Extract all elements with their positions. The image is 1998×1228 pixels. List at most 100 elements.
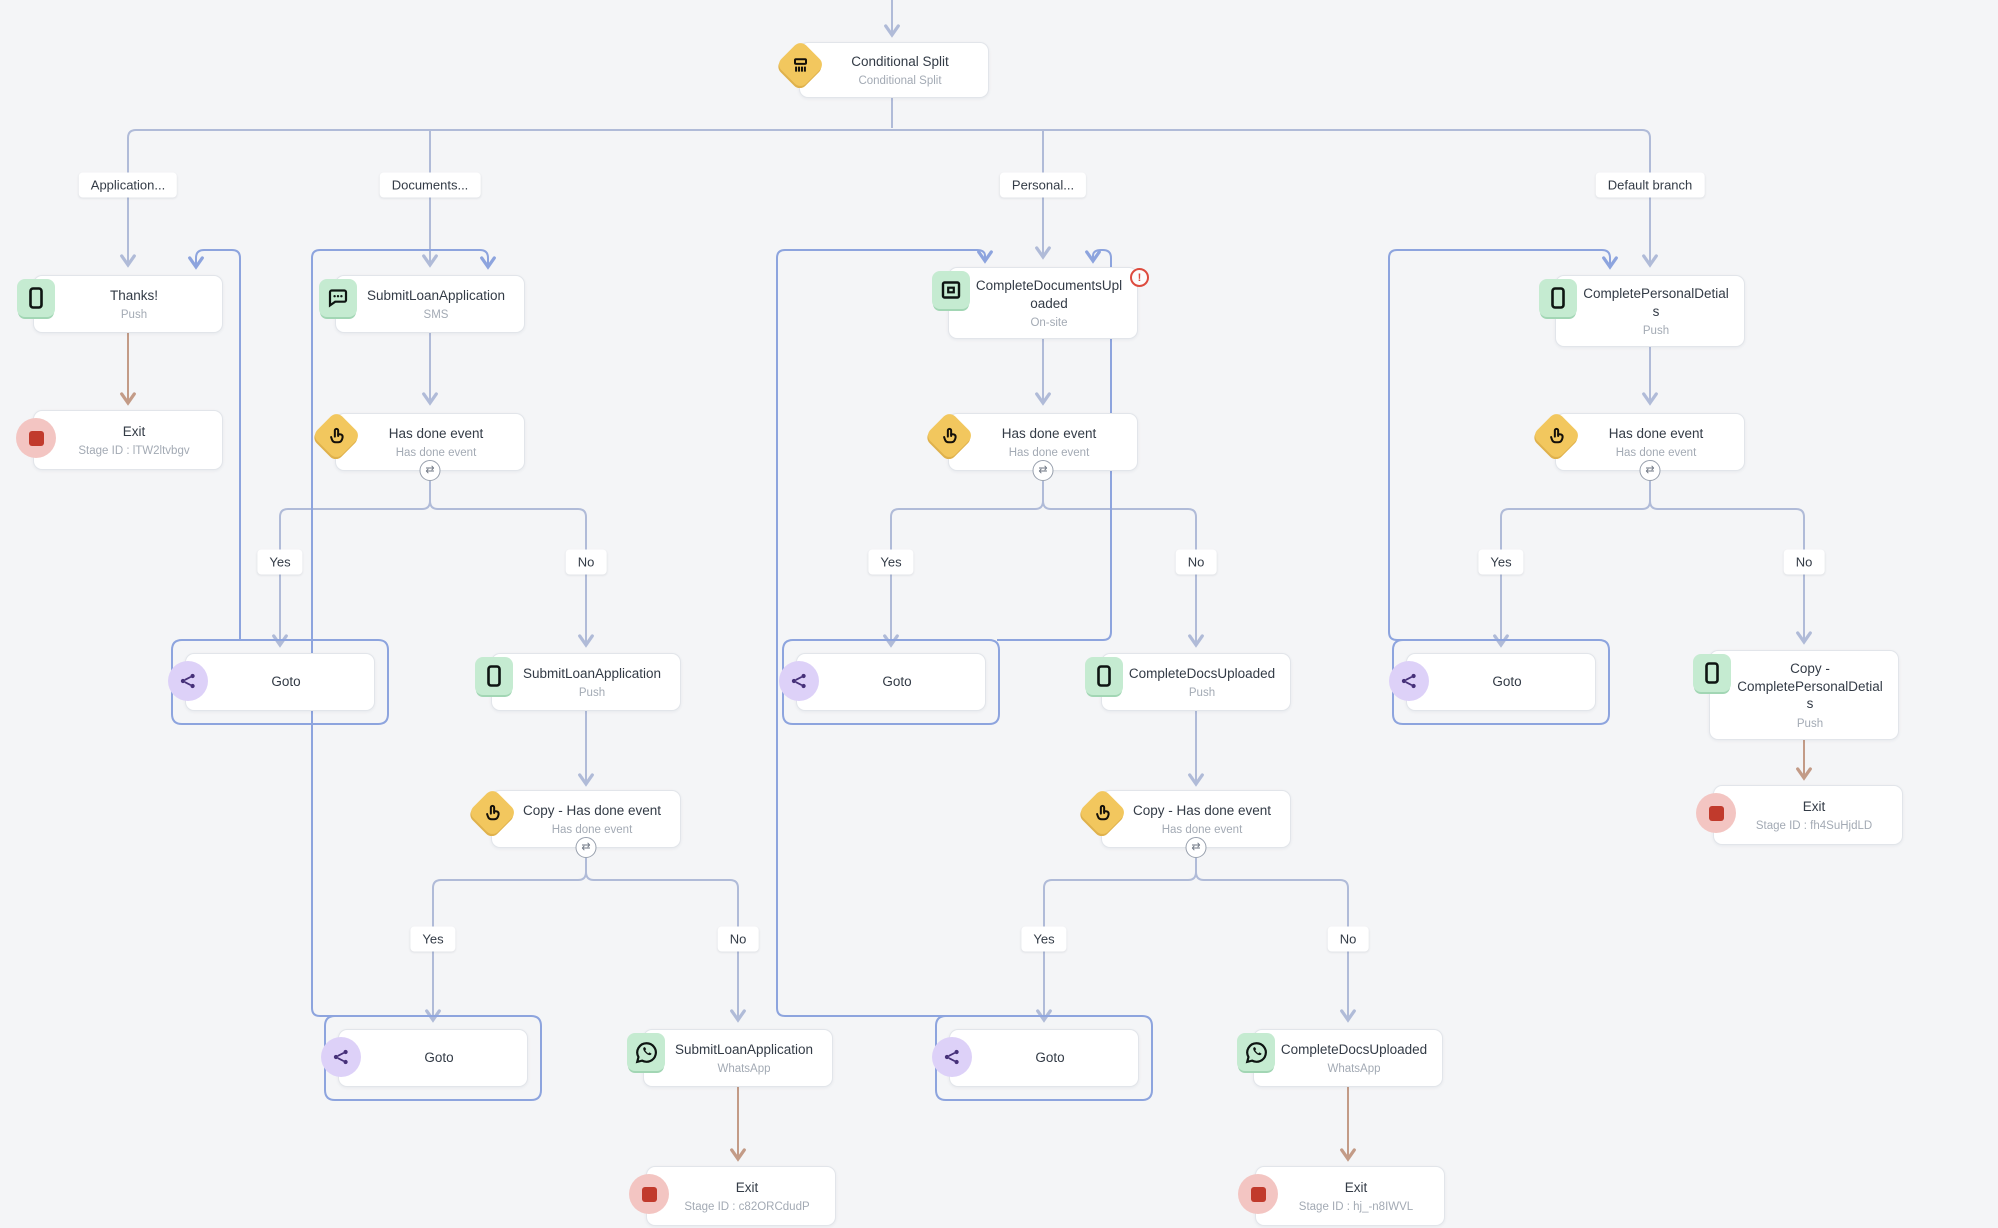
node-title: CompleteDocsUploaded bbox=[1128, 665, 1276, 681]
node-subtitle: Push bbox=[120, 309, 148, 322]
goto-icon bbox=[321, 1037, 361, 1077]
node-submitloanapplication-push[interactable]: SubmitLoanApplication Push bbox=[475, 653, 681, 711]
node-subtitle: Has done event bbox=[551, 824, 633, 837]
node-subtitle: Stage ID : lTW2ltvbgv bbox=[78, 445, 190, 458]
node-title: Copy - CompletePersonalDetials bbox=[1737, 661, 1883, 712]
goto-icon bbox=[779, 661, 819, 701]
node-exit-submitloan[interactable]: Exit Stage ID : c82ORCdudP bbox=[629, 1166, 836, 1226]
node-title: Exit bbox=[1344, 1179, 1368, 1195]
no-label: No bbox=[1327, 926, 1369, 952]
goto-icon bbox=[932, 1037, 972, 1077]
node-title: Conditional Split bbox=[851, 53, 949, 69]
node-completedocsuploaded-whatsapp[interactable]: CompleteDocsUploaded WhatsApp bbox=[1237, 1029, 1443, 1087]
node-title: Exit bbox=[122, 423, 146, 439]
node-subtitle: Stage ID : c82ORCdudP bbox=[684, 1201, 810, 1214]
branch-label-application: Application... bbox=[78, 172, 178, 198]
branch-label-default: Default branch bbox=[1595, 172, 1705, 198]
goto-loop-connectors bbox=[171, 249, 1618, 1101]
node-title: Thanks! bbox=[109, 287, 159, 303]
no-label: No bbox=[1783, 549, 1825, 575]
node-title: Goto bbox=[1035, 1050, 1065, 1066]
node-title: SubmitLoanApplication bbox=[674, 1041, 814, 1057]
whatsapp-icon bbox=[627, 1033, 665, 1071]
node-submitloanapplication-sms[interactable]: SubmitLoanApplication SMS bbox=[319, 275, 525, 333]
branch-split-badge[interactable]: ⇄ bbox=[1185, 837, 1207, 858]
node-subtitle: Push bbox=[578, 687, 606, 700]
node-copy-completepersonaldetials-push[interactable]: Copy - CompletePersonalDetials Push bbox=[1693, 650, 1899, 740]
node-exit-completedocs[interactable]: Exit Stage ID : hj_-n8IWVL bbox=[1238, 1166, 1445, 1226]
node-goto-personal-no-yes[interactable]: Goto bbox=[932, 1029, 1139, 1087]
node-subtitle: Stage ID : fh4SuHjdLD bbox=[1755, 820, 1873, 833]
mobile-push-icon bbox=[17, 279, 55, 317]
event-icon bbox=[1077, 787, 1128, 838]
node-title: Copy - Has done event bbox=[1132, 802, 1272, 818]
node-subtitle: On-site bbox=[1030, 317, 1068, 330]
node-subtitle: Has done event bbox=[1615, 447, 1697, 460]
node-copy-has-done-event-personal[interactable]: Copy - Has done event Has done event ⇄ bbox=[1077, 787, 1291, 858]
node-subtitle: Push bbox=[1642, 325, 1670, 338]
yes-label: Yes bbox=[257, 549, 303, 575]
branch-split-badge[interactable]: ⇄ bbox=[1032, 460, 1054, 481]
node-goto-personal-yes[interactable]: Goto bbox=[779, 653, 986, 711]
yes-label: Yes bbox=[868, 549, 914, 575]
node-title: Copy - Has done event bbox=[522, 802, 662, 818]
goto-icon bbox=[1389, 661, 1429, 701]
event-icon bbox=[467, 787, 518, 838]
no-label: No bbox=[565, 549, 607, 575]
node-subtitle: WhatsApp bbox=[1327, 1063, 1381, 1076]
exit-icon bbox=[16, 418, 56, 458]
node-title: SubmitLoanApplication bbox=[366, 287, 506, 303]
node-title: SubmitLoanApplication bbox=[522, 665, 662, 681]
node-exit-application[interactable]: Exit Stage ID : lTW2ltvbgv bbox=[16, 410, 223, 470]
node-has-done-event-default[interactable]: Has done event Has done event ⇄ bbox=[1531, 410, 1745, 481]
node-goto-documents-no-yes[interactable]: Goto bbox=[321, 1029, 528, 1087]
warning-icon[interactable]: ! bbox=[1130, 268, 1149, 287]
node-conditional-split[interactable]: Conditional Split Conditional Split bbox=[775, 39, 989, 98]
branch-split-badge[interactable]: ⇄ bbox=[1639, 460, 1661, 481]
node-subtitle: Push bbox=[1796, 717, 1824, 730]
node-subtitle: Stage ID : hj_-n8IWVL bbox=[1298, 1201, 1414, 1214]
node-exit-personal[interactable]: Exit Stage ID : fh4SuHjdLD bbox=[1696, 785, 1903, 845]
node-subtitle: Conditional Split bbox=[858, 75, 942, 88]
node-subtitle: Push bbox=[1188, 687, 1216, 700]
node-subtitle: Has done event bbox=[395, 447, 477, 460]
node-thanks[interactable]: Thanks! Push bbox=[17, 275, 223, 333]
node-has-done-event-personal[interactable]: Has done event Has done event ⇄ bbox=[924, 410, 1138, 481]
node-copy-has-done-event-documents[interactable]: Copy - Has done event Has done event ⇄ bbox=[467, 787, 681, 858]
exit-icon bbox=[629, 1174, 669, 1214]
node-subtitle: SMS bbox=[423, 309, 449, 322]
event-icon bbox=[924, 410, 975, 461]
node-goto-documents-yes[interactable]: Goto bbox=[168, 653, 375, 711]
node-title: Goto bbox=[1492, 674, 1522, 690]
node-title: Exit bbox=[1802, 798, 1826, 814]
node-completedocumentsuploaded-onsite[interactable]: CompleteDocumentsUploaded On-site ! bbox=[932, 267, 1149, 340]
mobile-push-icon bbox=[1693, 654, 1731, 692]
node-subtitle: WhatsApp bbox=[717, 1063, 771, 1076]
node-submitloanapplication-whatsapp[interactable]: SubmitLoanApplication WhatsApp bbox=[627, 1029, 833, 1087]
conditional-split-icon bbox=[775, 39, 826, 90]
node-has-done-event-documents[interactable]: Has done event Has done event ⇄ bbox=[311, 410, 525, 481]
branch-connectors bbox=[120, 0, 1812, 1023]
branch-label-personal: Personal... bbox=[999, 172, 1087, 198]
node-title: Goto bbox=[882, 674, 912, 690]
sms-icon bbox=[319, 279, 357, 317]
node-goto-default-yes[interactable]: Goto bbox=[1389, 653, 1596, 711]
node-completedocsuploaded-push[interactable]: CompleteDocsUploaded Push bbox=[1085, 653, 1291, 711]
node-title: Has done event bbox=[388, 425, 484, 441]
exit-icon bbox=[1696, 793, 1736, 833]
goto-icon bbox=[168, 661, 208, 701]
yes-label: Yes bbox=[410, 926, 456, 952]
node-title: Has done event bbox=[1001, 425, 1097, 441]
node-completepersonaldetials-push[interactable]: CompletePersonalDetials Push bbox=[1539, 275, 1745, 348]
mobile-push-icon bbox=[1085, 657, 1123, 695]
node-title: Has done event bbox=[1608, 425, 1704, 441]
event-icon bbox=[1531, 410, 1582, 461]
branch-split-badge[interactable]: ⇄ bbox=[575, 837, 597, 858]
branch-split-badge[interactable]: ⇄ bbox=[419, 460, 441, 481]
event-icon bbox=[311, 410, 362, 461]
branch-label-documents: Documents... bbox=[379, 172, 481, 198]
whatsapp-icon bbox=[1237, 1033, 1275, 1071]
mobile-push-icon bbox=[1539, 279, 1577, 317]
